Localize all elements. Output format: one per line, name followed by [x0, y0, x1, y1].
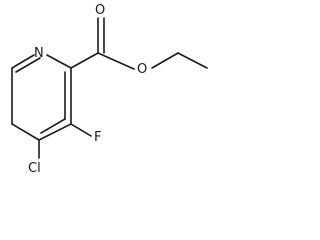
bond-c3-c4 — [11, 123, 40, 141]
bond-ch2-ch3 — [177, 52, 208, 69]
atom-chlorine: Cl — [28, 161, 41, 176]
atom-nitrogen: N — [34, 46, 44, 61]
atom-fluorine: F — [94, 130, 101, 145]
bond-n-c2-inner — [15, 57, 41, 73]
bond-c6-n — [46, 54, 72, 69]
atom-carbonyl-oxygen: O — [95, 3, 105, 18]
bond-carbonyl-ether-o — [97, 52, 135, 70]
bond-c4-c5 — [38, 123, 72, 141]
atom-ether-oxygen: O — [137, 62, 147, 77]
bond-c4-c5-inner — [40, 118, 66, 134]
bond-c5-f — [70, 123, 92, 137]
bond-ether-o-ch2 — [151, 52, 179, 69]
bond-n-c2 — [11, 54, 35, 69]
chemical-structure: N O O F Cl — [11, 3, 208, 176]
bond-c6-carbonyl — [70, 52, 99, 69]
